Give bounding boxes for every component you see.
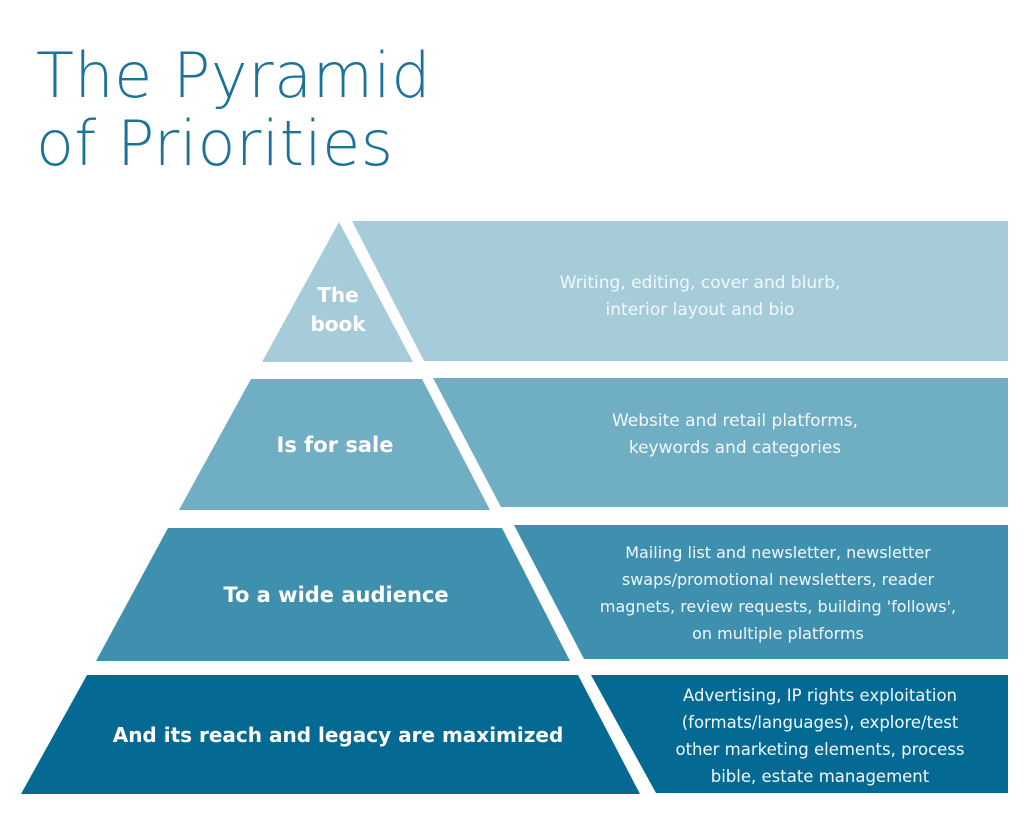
description-panel-3-text: Mailing list and newsletter, newsletter … bbox=[548, 538, 1008, 648]
desc-2-line-1: Website and retail platforms, bbox=[611, 411, 859, 431]
desc-4-line-2: (formats/languages), explore/test bbox=[681, 713, 959, 732]
tier-1-label-line-2: book bbox=[310, 312, 366, 336]
pyramid-tier-2-label: Is for sale bbox=[276, 433, 394, 457]
desc-4-line-3: other marketing elements, process bbox=[675, 740, 965, 759]
description-panel-1-shape bbox=[352, 221, 1008, 361]
pyramid-tier-1-label: The book bbox=[290, 278, 386, 342]
desc-4-line-4: bible, estate management bbox=[710, 767, 930, 786]
title-line-2: of Priorities bbox=[36, 107, 394, 180]
desc-4-line-1: Advertising, IP rights exploitation bbox=[682, 686, 958, 705]
pyramid-tier-4-label: And its reach and legacy are maximized bbox=[112, 723, 564, 747]
desc-1-line-1: Writing, editing, cover and blurb, bbox=[559, 273, 841, 293]
description-panel-1-text: Writing, editing, cover and blurb, inter… bbox=[500, 268, 900, 326]
pyramid-tier-1-shape bbox=[262, 222, 413, 362]
desc-3-line-3: magnets, review requests, building 'foll… bbox=[599, 597, 957, 616]
pyramid-tier-3-label: To a wide audience bbox=[223, 583, 449, 607]
description-panel-2-shape bbox=[433, 378, 1008, 507]
desc-2-line-2: keywords and categories bbox=[628, 438, 842, 458]
pyramid-tier-2-shape bbox=[179, 379, 490, 510]
tier-1-label-line-1: The bbox=[317, 283, 359, 307]
desc-3-line-2: swaps/promotional newsletters, reader bbox=[621, 570, 935, 589]
desc-1-line-2: interior layout and bio bbox=[605, 300, 795, 320]
pyramid-tier-3-shape bbox=[96, 528, 570, 661]
description-panel-2-text: Website and retail platforms, keywords a… bbox=[540, 406, 930, 464]
description-panel-4-shape bbox=[591, 675, 1008, 793]
pyramid-tier-4-shape bbox=[21, 675, 640, 794]
description-panel-4-text: Advertising, IP rights exploitation (for… bbox=[625, 681, 1015, 791]
description-panel-3-shape bbox=[514, 525, 1008, 659]
title-line-1: The Pyramid bbox=[36, 39, 432, 112]
desc-3-line-4: on multiple platforms bbox=[692, 624, 864, 643]
desc-3-line-1: Mailing list and newsletter, newsletter bbox=[625, 543, 931, 562]
page-title: The Pyramid of Priorities bbox=[36, 42, 431, 178]
